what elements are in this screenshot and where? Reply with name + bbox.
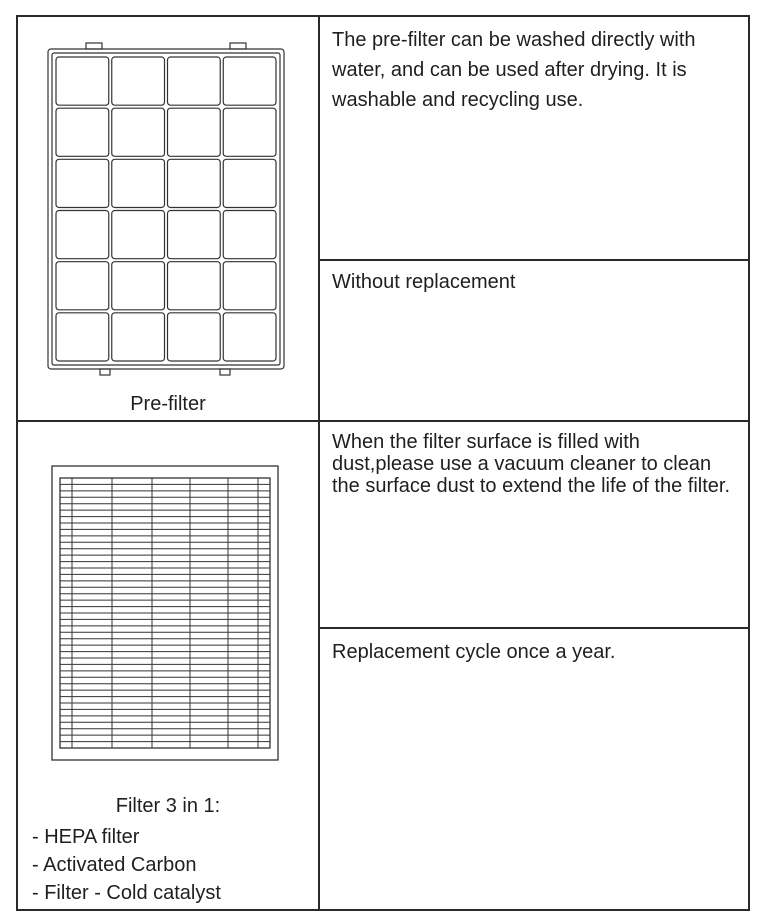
prefilter-cell xyxy=(55,107,110,157)
prefilter-frame xyxy=(47,48,285,370)
prefilter-cell xyxy=(111,56,166,106)
prefilter-cell xyxy=(111,158,166,209)
prefilter-cell xyxy=(222,312,277,362)
combo-filter-replacement: Replacement cycle once a year. xyxy=(332,641,616,663)
combo-filter-caption: Filter 3 in 1: xyxy=(115,795,221,817)
prefilter-cell xyxy=(222,209,277,260)
prefilter-caption: Pre-filter xyxy=(130,393,206,415)
prefilter-replacement: Without replacement xyxy=(332,271,516,293)
prefilter-cell xyxy=(222,261,277,311)
prefilter-illustration xyxy=(47,42,285,376)
prefilter-cell xyxy=(166,107,221,157)
hepa-filter-illustration xyxy=(51,465,279,761)
prefilter-cell xyxy=(111,261,166,311)
prefilter-cell xyxy=(111,209,166,260)
prefilter-cell xyxy=(55,56,110,106)
prefilter-cell xyxy=(222,158,277,209)
prefilter-cell xyxy=(166,158,221,209)
clip-right xyxy=(229,42,247,50)
prefilter-description: The pre-filter can be washed directly wi… xyxy=(332,29,696,111)
prefilter-cell xyxy=(166,261,221,311)
prefilter-cell xyxy=(55,261,110,311)
prefilter-cell xyxy=(222,56,277,106)
prefilter-cell xyxy=(111,107,166,157)
hepa-frame xyxy=(51,465,279,761)
prefilter-cell xyxy=(166,56,221,106)
list-item: - Activated Carbon xyxy=(32,854,197,876)
prefilter-cell xyxy=(55,209,110,260)
prefilter-cell xyxy=(55,158,110,209)
prefilter-cell xyxy=(166,312,221,362)
list-item: - HEPA filter xyxy=(32,826,140,848)
combo-filter-description: When the filter surface is filled with d… xyxy=(332,431,731,497)
column-divider xyxy=(318,17,320,909)
filter-info-table: The pre-filter can be washed directly wi… xyxy=(16,15,750,911)
prefilter-cell xyxy=(55,312,110,362)
prefilter-cell xyxy=(222,107,277,157)
list-item: - Filter - Cold catalyst xyxy=(32,882,221,904)
clip-left xyxy=(85,42,103,50)
filter-component-list: - HEPA filter - Activated Carbon - Filte… xyxy=(32,823,221,907)
prefilter-cell xyxy=(166,209,221,260)
row-divider xyxy=(18,420,748,422)
cell-divider-prefilter xyxy=(318,259,748,261)
cell-divider-combo xyxy=(318,627,748,629)
prefilter-cell xyxy=(111,312,166,362)
